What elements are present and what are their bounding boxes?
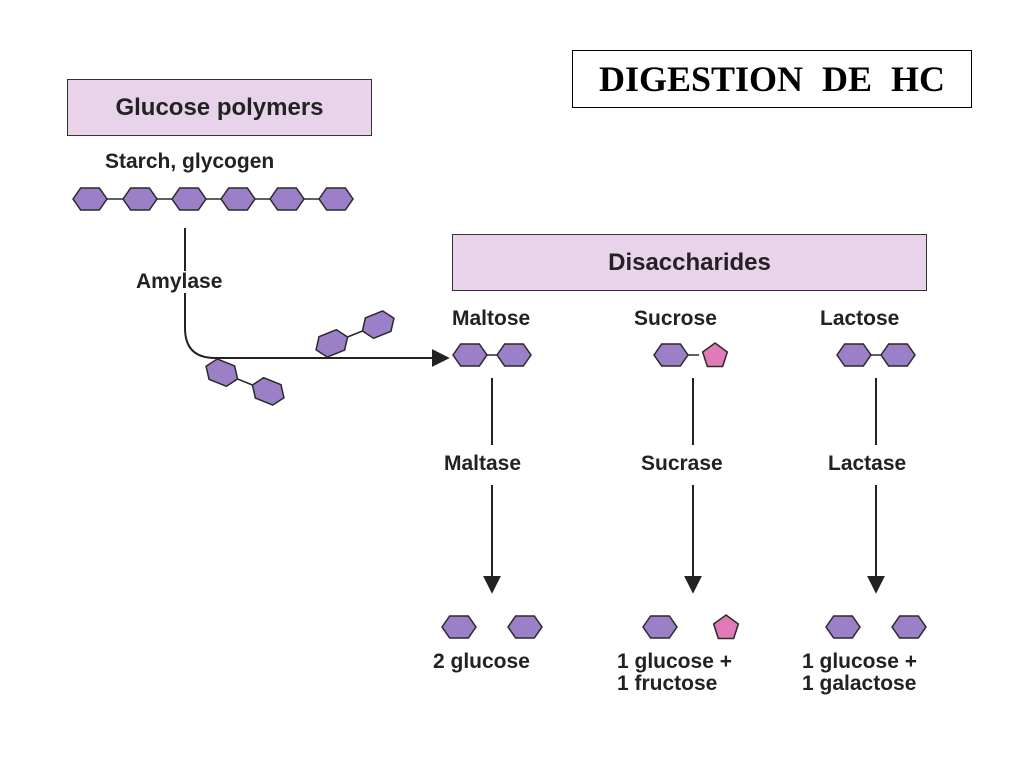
product-hexagon — [441, 615, 477, 639]
starch-glucose-hexagon — [269, 187, 305, 211]
glucose-polymers-header: Glucose polymers — [67, 79, 372, 136]
product-hexagon — [891, 615, 927, 639]
disaccharide-molecules — [441, 342, 927, 640]
starch-glucose-hexagon — [171, 187, 207, 211]
sucrose-label: Sucrose — [634, 307, 717, 330]
free-glucose-hexagon — [361, 310, 395, 340]
product-hexagon — [642, 615, 678, 639]
glycosidic-bond — [347, 330, 363, 338]
starch-glycogen-label: Starch, glycogen — [105, 150, 275, 173]
sucrose-unit-hexagon — [653, 343, 689, 367]
lactase-label: Lactase — [828, 452, 907, 475]
disaccharides-header: Disaccharides — [452, 234, 927, 291]
free-glucose-hexagon — [251, 376, 285, 406]
starch-glucose-hexagon — [318, 187, 354, 211]
maltose-label: Maltose — [452, 307, 531, 330]
product-pentagon — [712, 614, 740, 640]
starch-chain — [72, 187, 354, 211]
lactose-label: Lactose — [820, 307, 900, 330]
product-hexagon — [507, 615, 543, 639]
lactose-unit-hexagon — [836, 343, 872, 367]
glycosidic-bond — [237, 378, 253, 386]
sucrose-unit-pentagon — [701, 342, 729, 368]
maltose-unit-hexagon — [452, 343, 488, 367]
starch-glucose-hexagon — [122, 187, 158, 211]
starch-glucose-hexagon — [220, 187, 256, 211]
page-title: DIGESTION DE HC — [572, 50, 972, 108]
lactose-unit-hexagon — [880, 343, 916, 367]
sucrase-label: Sucrase — [641, 452, 723, 475]
maltase-label: Maltase — [444, 452, 522, 475]
free-glucose-hexagon — [205, 358, 239, 388]
sucrase-products-label: 1 glucose + 1 fructose — [617, 650, 732, 695]
free-disaccharide-molecule — [205, 358, 285, 406]
starch-glucose-hexagon — [72, 187, 108, 211]
lactase-products-label: 1 glucose + 1 galactose — [802, 650, 917, 695]
maltase-products-label: 2 glucose — [433, 650, 530, 673]
free-glucose-hexagon — [315, 328, 349, 358]
free-disaccharide-molecule — [315, 310, 395, 358]
amylase-arrow — [184, 228, 450, 367]
product-hexagon — [825, 615, 861, 639]
amylase-label: Amylase — [134, 270, 225, 293]
maltose-unit-hexagon — [496, 343, 532, 367]
